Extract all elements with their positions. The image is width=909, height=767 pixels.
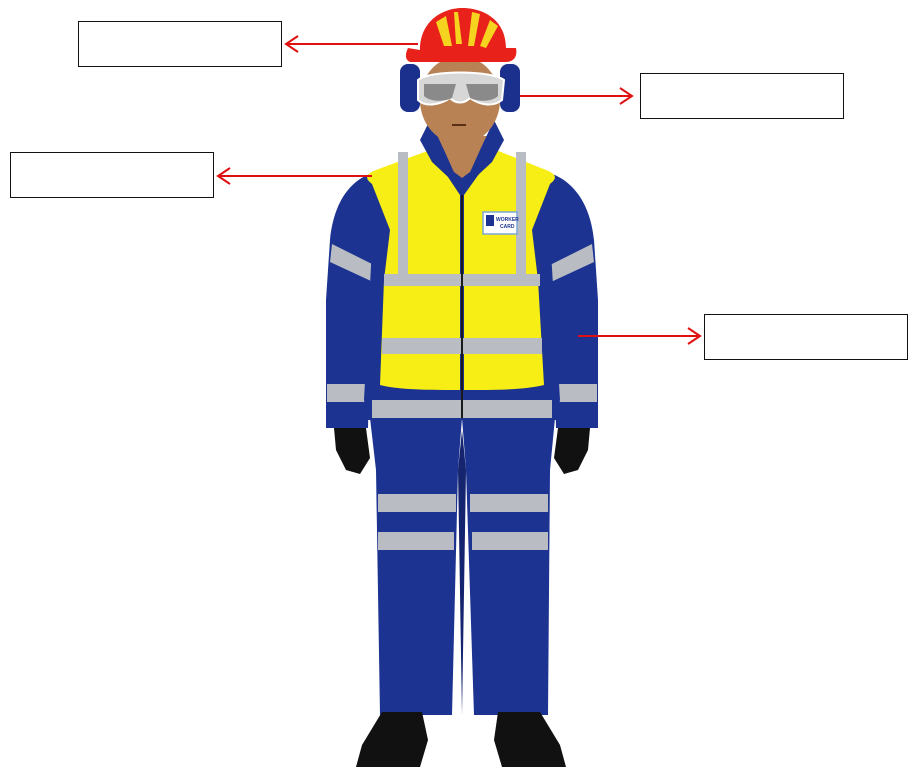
arrow-helmet bbox=[286, 36, 418, 52]
label-box-goggles[interactable] bbox=[640, 73, 844, 119]
left-boot bbox=[356, 712, 428, 767]
vest-vertical-strip bbox=[398, 152, 408, 280]
hard-hat-icon bbox=[406, 8, 516, 62]
label-box-suit[interactable] bbox=[704, 314, 908, 360]
label-box-helmet[interactable] bbox=[78, 21, 282, 67]
right-boot bbox=[494, 712, 566, 767]
trousers bbox=[370, 418, 555, 715]
badge-line-1: WORKER bbox=[496, 217, 519, 223]
arrow-goggles bbox=[520, 88, 632, 104]
goggle-lens-right bbox=[466, 84, 498, 101]
left-glove bbox=[334, 428, 370, 474]
leg-strip bbox=[470, 494, 548, 512]
head bbox=[400, 8, 520, 144]
leg-strip bbox=[472, 532, 548, 550]
right-leg bbox=[462, 418, 555, 715]
label-box-vest[interactable] bbox=[10, 152, 214, 198]
cuff-strip bbox=[327, 384, 369, 402]
leg-strip bbox=[378, 532, 454, 550]
leg-strip bbox=[378, 494, 456, 512]
crotch-shadow bbox=[458, 430, 466, 715]
left-leg bbox=[370, 418, 462, 715]
cuff-strip bbox=[555, 384, 597, 402]
boots bbox=[356, 712, 566, 767]
badge-line-2: CARD bbox=[500, 224, 515, 230]
worker-card-badge: WORKER CARD bbox=[483, 212, 519, 234]
arrow-vest bbox=[218, 168, 372, 184]
right-glove bbox=[554, 428, 590, 474]
goggle-lens-left bbox=[424, 84, 456, 101]
